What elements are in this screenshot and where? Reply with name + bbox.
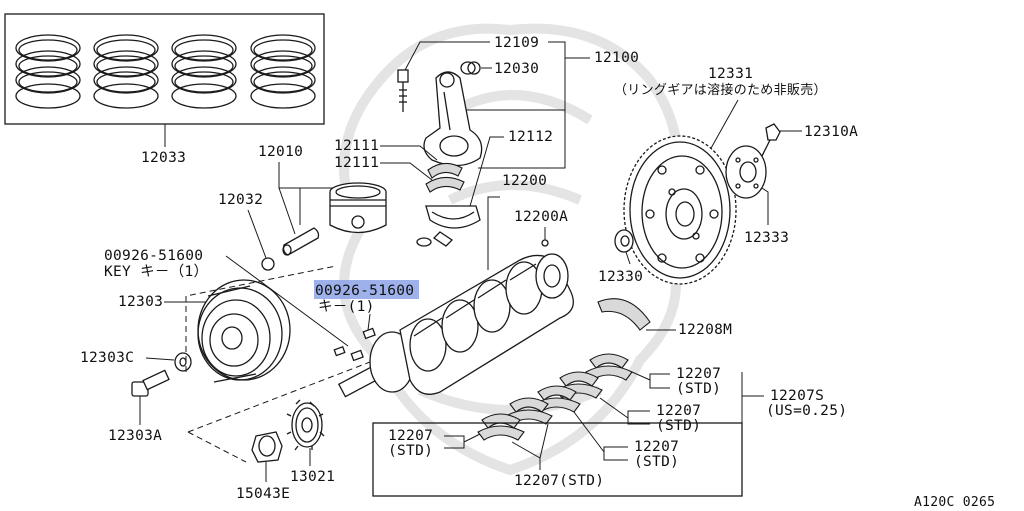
- main-bearing-pair: [533, 385, 581, 413]
- crank-sprocket-assembly: 13021 15043E: [236, 399, 335, 502]
- watermark-emblem: [339, 23, 683, 476]
- piston-ring-stack: [250, 34, 316, 109]
- label-key-text[interactable]: KEY キ－（1）: [104, 263, 208, 280]
- connecting-rod-assembly: 12109 12100 12030 12111 12111: [334, 35, 639, 247]
- main-bearing-pair: [477, 413, 525, 441]
- label-12207-c[interactable]: 12207: [634, 439, 679, 455]
- pulley-washer: [174, 352, 192, 372]
- label-key-highlighted[interactable]: 00926-51600: [315, 283, 414, 299]
- pulley-bolt: [131, 369, 170, 397]
- piston-assembly: 12010 12032: [218, 144, 387, 271]
- main-bearing-pair: [585, 353, 633, 381]
- label-12109[interactable]: 12109: [494, 35, 539, 51]
- label-12331[interactable]: 12331: [708, 66, 753, 82]
- label-12303a[interactable]: 12303A: [108, 428, 162, 444]
- label-12033[interactable]: 12033: [141, 150, 186, 166]
- flywheel-plate: [725, 145, 767, 199]
- label-12207-d-std[interactable]: (STD): [388, 443, 433, 459]
- label-12207-d[interactable]: 12207: [388, 428, 433, 444]
- con-rod-bushing: [460, 61, 481, 75]
- crank-pulley-assembly: 00926-51600 KEY キ－（1） 00926-51600 キ－(1) …: [80, 248, 419, 463]
- con-rod-bolt: [397, 69, 409, 112]
- highlight-selected-part: [314, 280, 419, 299]
- main-bearing-set: 12207 (STD) 12207 (STD) 12207 (STD) 1220…: [372, 353, 847, 497]
- label-key-text-2[interactable]: キ－(1): [318, 299, 375, 315]
- label-12310a[interactable]: 12310A: [804, 124, 858, 140]
- pilot-bearing: [614, 229, 634, 253]
- label-12207-a[interactable]: 12207: [676, 366, 721, 382]
- crankshaft-keys: [333, 327, 376, 362]
- con-rod-cap: [416, 205, 481, 247]
- label-12330[interactable]: 12330: [598, 269, 643, 285]
- label-13021[interactable]: 13021: [290, 469, 335, 485]
- label-12208m[interactable]: 12208M: [678, 322, 732, 338]
- label-12207-a-std[interactable]: (STD): [676, 381, 721, 397]
- crank-sprocket: [286, 399, 325, 451]
- label-12032[interactable]: 12032: [218, 192, 263, 208]
- flywheel-bolt: [757, 123, 781, 165]
- piston-pin-snap-ring: [261, 257, 275, 271]
- label-12030[interactable]: 12030: [494, 61, 539, 77]
- piston-rings-group: [15, 34, 316, 109]
- label-12112[interactable]: 12112: [508, 129, 553, 145]
- label-12207-b-std[interactable]: (STD): [656, 418, 701, 434]
- diagram-code: A120C 0265: [914, 495, 995, 510]
- label-12200a[interactable]: 12200A: [514, 209, 568, 225]
- crank-pulley: [197, 279, 291, 383]
- label-12200[interactable]: 12200: [502, 173, 547, 189]
- label-15043e[interactable]: 15043E: [236, 486, 290, 502]
- piston-ring-stack: [15, 34, 81, 109]
- label-12207s-us[interactable]: (US=0.25): [766, 403, 847, 419]
- piston-ring-stack: [171, 34, 237, 109]
- thrust-washer: 12208M: [597, 298, 732, 338]
- crankshaft-body: [337, 253, 574, 398]
- label-12333[interactable]: 12333: [744, 230, 789, 246]
- crankshaft: 12200 12200A: [333, 173, 574, 398]
- crank-nut: [251, 431, 283, 463]
- flywheel-assembly: 12331 （リングギアは溶接のため非販売） 12310A 12333: [598, 66, 858, 285]
- label-key-part-number[interactable]: 00926-51600: [104, 248, 203, 264]
- label-12111-upper[interactable]: 12111: [334, 138, 379, 154]
- label-12010[interactable]: 12010: [258, 144, 303, 160]
- label-12207-c-std[interactable]: (STD): [634, 454, 679, 470]
- piston-ring-stack: [93, 34, 159, 109]
- label-12100[interactable]: 12100: [594, 50, 639, 66]
- con-rod-bearing-upper: [425, 162, 465, 193]
- piston-pin: [282, 227, 320, 256]
- label-12207s[interactable]: 12207S: [770, 388, 824, 404]
- piston-ring-set-box: 12033: [4, 13, 325, 166]
- label-12303c[interactable]: 12303C: [80, 350, 134, 366]
- label-12111-lower[interactable]: 12111: [334, 155, 379, 171]
- connecting-rod: [423, 71, 483, 167]
- label-12207-f[interactable]: 12207(STD): [514, 473, 604, 489]
- label-12303[interactable]: 12303: [118, 294, 163, 310]
- label-12207-b[interactable]: 12207: [656, 403, 701, 419]
- piston: [329, 182, 387, 234]
- label-12331-note[interactable]: （リングギアは溶接のため非販売）: [614, 82, 827, 98]
- flywheel: [623, 135, 737, 285]
